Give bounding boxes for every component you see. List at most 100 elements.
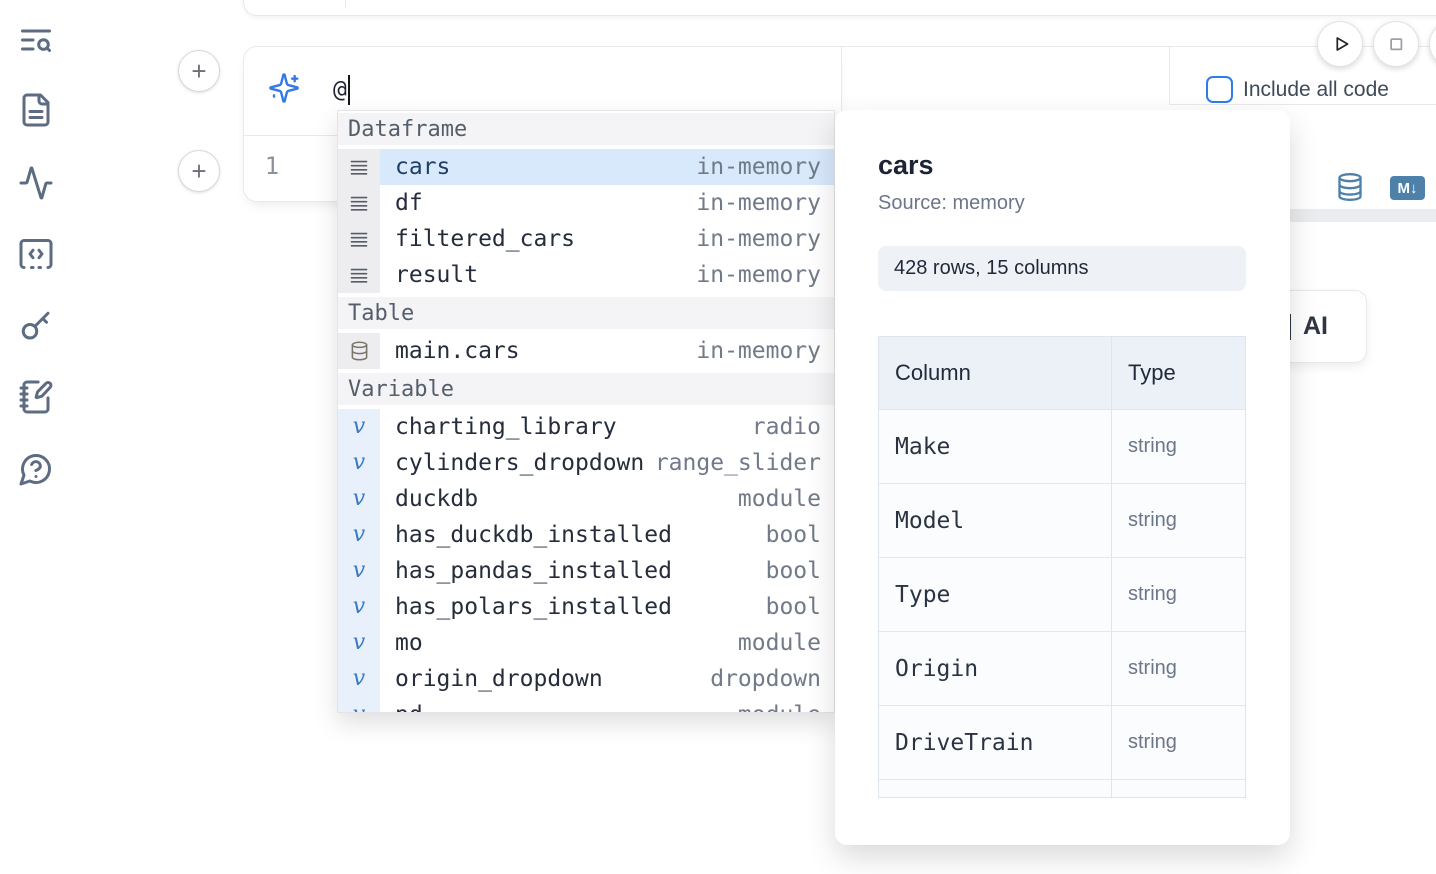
previous-cell-edge xyxy=(243,0,1436,16)
item-name: filtered_cars xyxy=(395,226,576,252)
help-chat-icon[interactable] xyxy=(18,451,54,487)
cell-top-border xyxy=(840,46,1436,47)
markdown-badge-icon[interactable]: M↓ xyxy=(1390,176,1425,200)
item-type: module xyxy=(737,486,821,512)
column-type-cell: string xyxy=(1112,706,1245,779)
item-type: in-memory xyxy=(696,154,821,180)
include-all-code-checkbox[interactable] xyxy=(1206,76,1233,103)
item-content: has_duckdb_installed bool xyxy=(380,517,834,553)
autocomplete-item[interactable]: v has_duckdb_installed bool xyxy=(338,517,834,553)
column-name: Model xyxy=(895,507,965,534)
variable-icon: v xyxy=(352,486,366,511)
code-line-number: 1 xyxy=(264,152,280,180)
file-text-icon[interactable] xyxy=(18,92,54,128)
column-type-cell: string xyxy=(1112,484,1245,557)
item-icon-cell xyxy=(338,149,380,185)
column-name: DriveTrain xyxy=(895,729,1034,756)
notebook-pen-icon[interactable] xyxy=(18,379,54,415)
schema-table-row: Model string xyxy=(879,483,1245,557)
column-type: string xyxy=(1128,583,1177,605)
item-icon-cell: v xyxy=(338,553,380,589)
item-type: in-memory xyxy=(696,262,821,288)
code-square-icon[interactable] xyxy=(18,236,54,272)
schema-table-row: DriveTrain string xyxy=(879,705,1245,779)
item-type: in-memory xyxy=(696,226,821,252)
rows-icon xyxy=(349,159,369,176)
column-type-cell xyxy=(1112,780,1245,797)
section-header: Variable xyxy=(338,373,834,405)
ai-prompt-input[interactable]: @ xyxy=(333,74,350,106)
rows-icon xyxy=(349,195,369,212)
column-name: Origin xyxy=(895,655,979,682)
cell-vertical-divider xyxy=(1169,47,1170,105)
item-type: in-memory xyxy=(696,190,821,216)
item-icon-cell: v xyxy=(338,409,380,445)
item-icon-cell: v xyxy=(338,481,380,517)
autocomplete-item[interactable]: cars in-memory xyxy=(338,149,834,185)
database-icon xyxy=(350,341,369,362)
item-name: has_pandas_installed xyxy=(395,558,672,584)
item-icon-cell xyxy=(338,221,380,257)
item-name: cars xyxy=(395,154,451,180)
variable-icon: v xyxy=(353,704,365,713)
variable-icon: v xyxy=(352,666,366,691)
activity-icon[interactable] xyxy=(18,165,54,201)
autocomplete-item[interactable]: v pd module xyxy=(338,697,834,713)
stop-button[interactable] xyxy=(1373,21,1419,67)
column-type-cell: string xyxy=(1112,632,1245,705)
item-icon-cell xyxy=(338,333,380,369)
variable-icon: v xyxy=(352,558,366,583)
item-name: has_duckdb_installed xyxy=(395,522,672,548)
variable-icon: v xyxy=(352,450,366,475)
column-name-cell: Make xyxy=(879,410,1112,483)
column-type: string xyxy=(1128,657,1177,679)
item-icon-cell: v xyxy=(338,445,380,481)
more-actions-button[interactable] xyxy=(1429,21,1436,67)
item-name: pd xyxy=(395,702,423,712)
add-cell-above-button[interactable]: + xyxy=(178,50,220,92)
run-cell-button[interactable] xyxy=(1317,21,1363,67)
database-icon[interactable] xyxy=(1336,171,1364,203)
item-content: pd module xyxy=(380,697,834,712)
item-icon-cell: v xyxy=(338,517,380,553)
cell-right-divider xyxy=(1169,104,1436,105)
item-type: module xyxy=(738,702,821,712)
rows-icon xyxy=(349,267,369,284)
item-type: bool xyxy=(765,522,821,548)
column-name-cell: Model xyxy=(879,484,1112,557)
section-header: Table xyxy=(338,297,834,329)
item-icon-cell: v xyxy=(338,661,380,697)
variable-icon: v xyxy=(352,630,366,655)
schema-table-row: Origin string xyxy=(879,631,1245,705)
item-type: radio xyxy=(751,414,821,440)
play-icon xyxy=(1336,37,1349,51)
section-header: Dataframe xyxy=(338,113,834,145)
text-search-icon[interactable] xyxy=(18,22,54,58)
schema-table-row xyxy=(879,779,1245,797)
shape-badge: 428 rows, 15 columns xyxy=(878,246,1246,291)
autocomplete-item[interactable]: filtered_cars in-memory xyxy=(338,221,834,257)
item-icon-cell xyxy=(338,257,380,293)
key-icon[interactable] xyxy=(18,308,54,344)
column-name-cell: Type xyxy=(879,558,1112,631)
column-name: Type xyxy=(895,581,951,608)
add-cell-below-button[interactable]: + xyxy=(178,150,220,192)
